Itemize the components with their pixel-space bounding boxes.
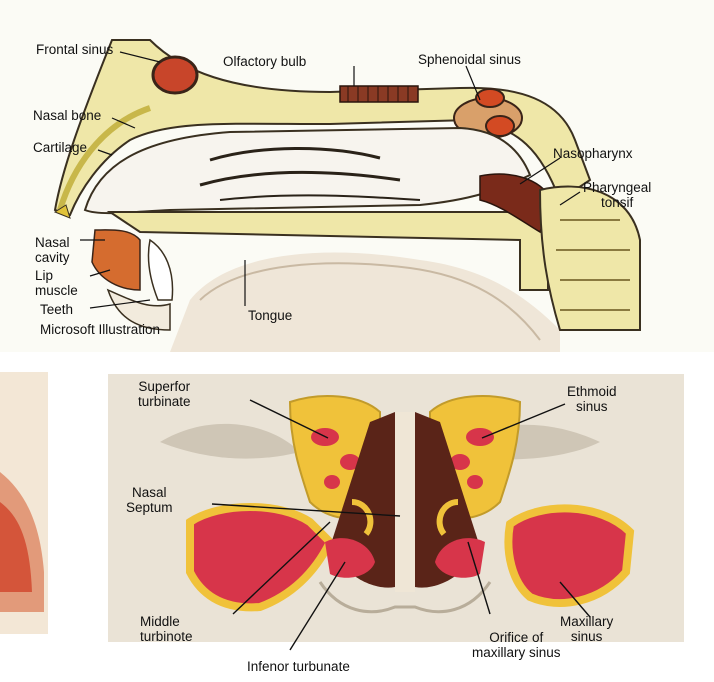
- label-middle-turbinate: Middle turbinote: [140, 614, 193, 644]
- label-maxillary-sinus: Maxillary sinus: [560, 614, 613, 644]
- label-frontal-sinus: Frontal sinus: [36, 42, 113, 57]
- coronal-section-panel: Superfor turbinate Ethmoid sinus Nasal S…: [0, 352, 714, 682]
- label-orifice-maxillary-sinus: Orifice of maxillary sinus: [472, 630, 561, 660]
- label-olfactory-bulb: Olfactory bulb: [223, 54, 306, 69]
- label-inferior-turbinate: Infenor turbunate: [247, 659, 350, 674]
- label-sphenoidal-sinus: Sphenoidal sinus: [418, 52, 521, 67]
- label-cartilage: Cartilage: [33, 140, 87, 155]
- label-superior-turbinate: Superfor turbinate: [138, 379, 191, 409]
- label-nasopharynx: Nasopharynx: [553, 146, 633, 161]
- label-nasal-cavity: Nasal cavity: [35, 235, 70, 265]
- sagittal-section-panel: Frontal sinus Olfactory bulb Sphenoidal …: [0, 0, 714, 352]
- label-teeth: Teeth: [40, 302, 73, 317]
- label-nasal-septum: Nasal Septum: [126, 485, 173, 515]
- label-tongue: Tongue: [248, 308, 292, 323]
- label-pharyngeal-tonsil: Pharyngeal tonsif: [583, 180, 651, 210]
- label-nasal-bone: Nasal bone: [33, 108, 101, 123]
- label-lip-muscle: Lip muscle: [35, 268, 78, 298]
- label-ethmoid-sinus: Ethmoid sinus: [567, 384, 617, 414]
- label-microsoft-illustration: Microsoft Illustration: [40, 322, 160, 337]
